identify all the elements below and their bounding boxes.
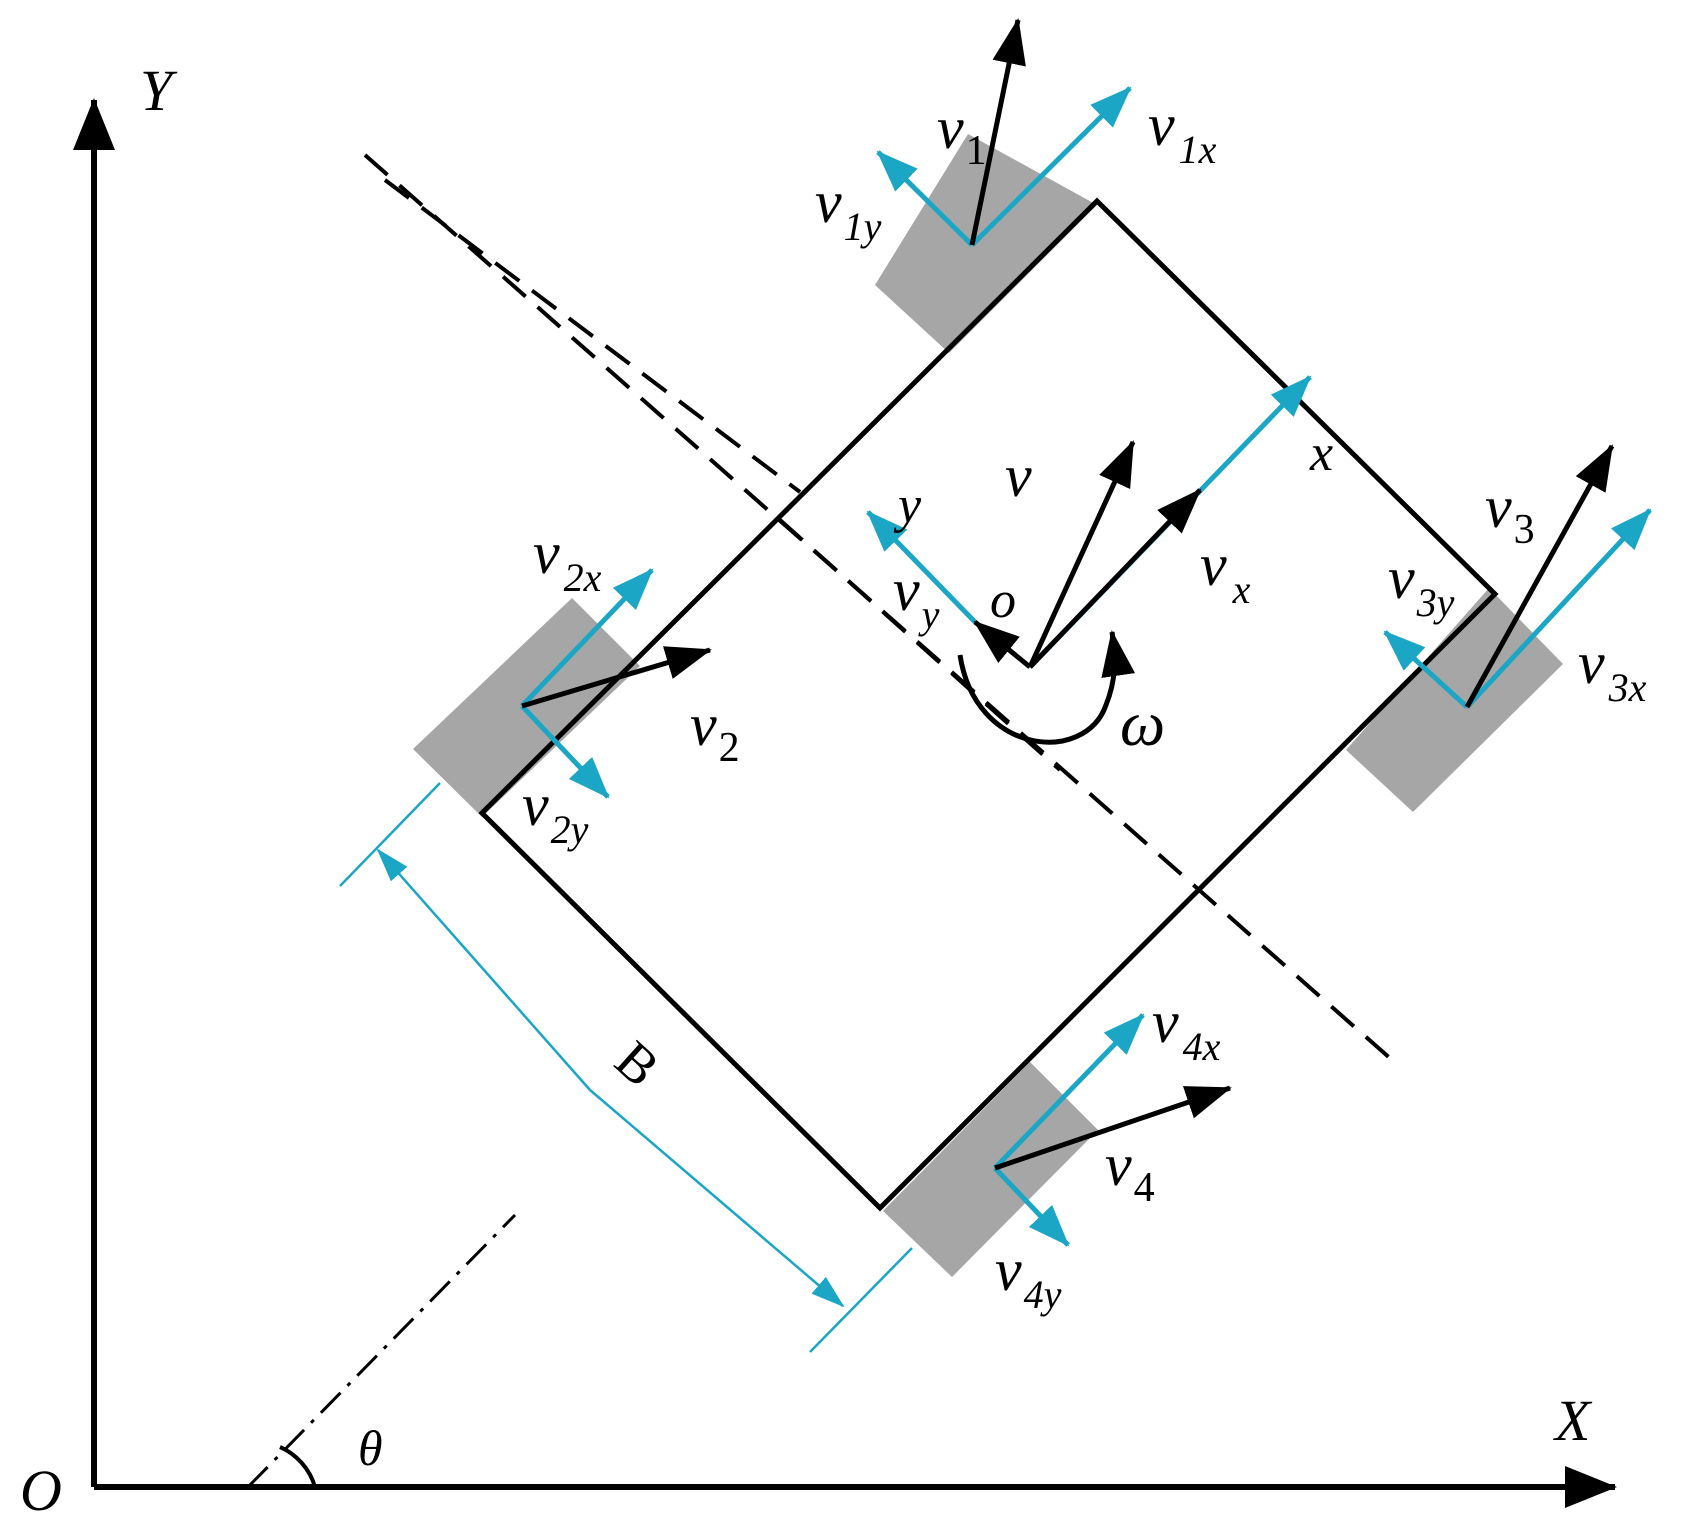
v2x-arrow [520,568,654,708]
v1-arrow [969,18,1026,246]
dashed-lines [363,153,1402,1069]
v3-label: v3 [1485,474,1535,553]
omega-arc [957,630,1136,745]
v3y-arrow [1383,630,1469,709]
vy-label: vy [893,557,940,637]
dashed-line-upper [383,178,802,494]
v4-arrow [994,1085,1232,1171]
wheel-3 [1346,588,1563,812]
local-y-axis-arrow [866,510,977,624]
dim-arrow-a [376,848,591,1091]
origin-label: O [20,1458,62,1523]
v1y-label: v1y [815,169,882,249]
dim-b-label: B [604,1029,671,1098]
vy-arrow [973,620,1032,669]
v2-label: v2 [690,692,740,771]
v4y-label: v4y [995,1237,1062,1317]
v4-label: v4 [1105,1132,1155,1211]
local-x-label: x [1309,425,1333,482]
vx-arrow [1028,488,1202,669]
x-axis-label: X [1553,1388,1593,1453]
dim-ext-line-bottom [809,1247,913,1353]
v2-arrow [521,646,712,709]
omega-label: ω [1120,688,1165,759]
theta-arc [279,1445,317,1488]
v-label: v [1005,443,1032,509]
y-axis-label: Y [140,58,178,123]
theta-label: θ [358,1420,383,1476]
v3x-arrow [1465,508,1652,709]
v3-arrow [1464,444,1615,709]
wheel-1 [875,134,1097,353]
global-axes: Y X O θ [20,58,1617,1523]
dim-arrow-b [589,1089,845,1308]
v1-label: v1 [937,95,987,174]
v1x-arrow [970,86,1132,247]
dashed-line-center [778,518,1062,772]
robot-body [478,197,1499,1212]
dimension-b: B [339,782,913,1353]
v3y-label: v3y [1388,545,1455,625]
v4y-arrow [993,1166,1070,1247]
v2y-arrow [520,704,610,799]
v2y-label: v2y [522,772,589,852]
v4x-arrow [993,1013,1145,1170]
v-arrow [1027,440,1136,669]
body-center-label: o [990,572,1016,629]
heading-dashdot-line [246,1213,517,1489]
dim-ext-line-top [339,782,441,887]
v1y-arrow [876,150,974,247]
local-y-label: y [893,477,922,534]
